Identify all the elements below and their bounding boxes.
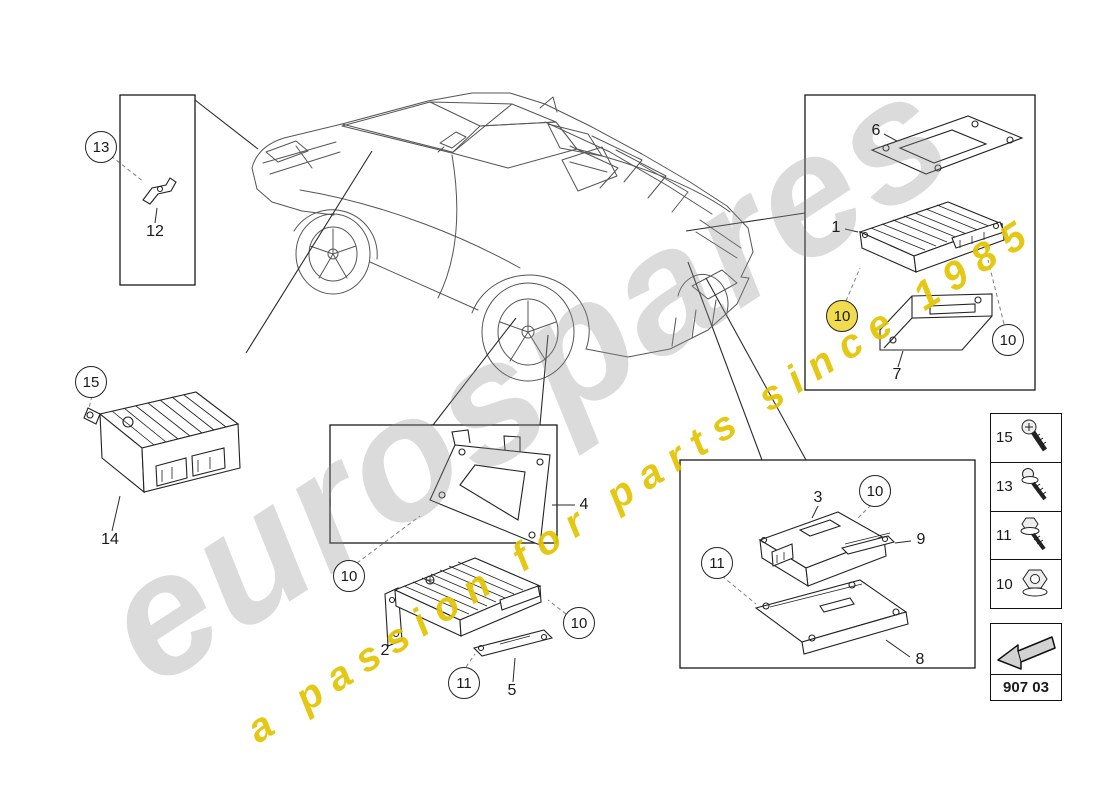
part-14-control-unit <box>83 391 241 494</box>
legend-row-11[interactable]: 11 <box>991 512 1061 561</box>
callout-11-center[interactable]: 11 <box>448 667 480 699</box>
part-12-bracket <box>142 177 177 205</box>
part-label-3[interactable]: 3 <box>813 489 823 506</box>
callout-10-highlighted[interactable]: 10 <box>826 300 858 332</box>
part-2-control-unit <box>384 557 542 647</box>
part-3-gearbox-ecu <box>758 511 887 588</box>
part-8-base-plate <box>754 579 909 655</box>
part-4-mounting-bracket <box>429 429 551 546</box>
hex-flange-bolt-icon <box>1020 517 1046 551</box>
callout-10-center[interactable]: 10 <box>333 560 365 592</box>
diagram-code-box: 907 03 <box>990 623 1062 701</box>
legend-row-13[interactable]: 13 <box>991 463 1061 512</box>
callout-11-bottom-right[interactable]: 11 <box>701 547 733 579</box>
part-label-5[interactable]: 5 <box>507 682 517 699</box>
callout-10-bottom-right[interactable]: 10 <box>859 475 891 507</box>
part-label-6[interactable]: 6 <box>871 122 881 139</box>
callout-10-right[interactable]: 10 <box>992 324 1024 356</box>
part-label-1[interactable]: 1 <box>831 219 841 236</box>
hex-flange-nut-icon <box>1022 569 1048 597</box>
fastener-legend: 15 13 11 <box>990 413 1062 609</box>
dashed-leader-lines <box>88 155 1005 668</box>
legend-number: 15 <box>996 429 1013 447</box>
part-label-8[interactable]: 8 <box>915 651 925 668</box>
part-label-14[interactable]: 14 <box>101 531 119 548</box>
direction-arrow-icon <box>991 624 1061 674</box>
part-label-9[interactable]: 9 <box>916 531 926 548</box>
part-6-bracket-plate <box>870 115 1024 175</box>
group-box-bracket-12 <box>119 94 196 286</box>
legend-row-10[interactable]: 10 <box>991 560 1061 608</box>
part-label-12[interactable]: 12 <box>146 223 164 240</box>
legend-number: 11 <box>996 526 1012 544</box>
callout-13-top-left[interactable]: 13 <box>85 131 117 163</box>
part-5-retaining-strip <box>472 629 554 657</box>
part-label-7[interactable]: 7 <box>892 366 902 383</box>
leader-lines <box>194 99 807 461</box>
group-box-bracket-4 <box>329 424 558 544</box>
callout-10-center-right[interactable]: 10 <box>563 607 595 639</box>
group-box-engine-ecu <box>804 94 1036 391</box>
callout-15-left[interactable]: 15 <box>75 366 107 398</box>
group-box-frames <box>119 94 1036 669</box>
legend-number: 10 <box>996 575 1013 593</box>
part-label-2[interactable]: 2 <box>380 642 390 659</box>
legend-row-15[interactable]: 15 <box>991 414 1061 463</box>
group-box-gearbox-ecu <box>679 459 976 669</box>
car-wireframe <box>251 92 754 382</box>
legend-number: 13 <box>996 478 1013 496</box>
part-1-engine-ecu <box>858 201 1005 273</box>
diagram-code: 907 03 <box>991 674 1061 700</box>
part-9-small-bracket <box>840 532 896 555</box>
part-7-channel-bracket <box>879 293 993 351</box>
washer-screw-icon <box>1021 467 1047 500</box>
part-label-4[interactable]: 4 <box>579 496 589 513</box>
pan-head-screw-icon <box>1021 419 1048 452</box>
